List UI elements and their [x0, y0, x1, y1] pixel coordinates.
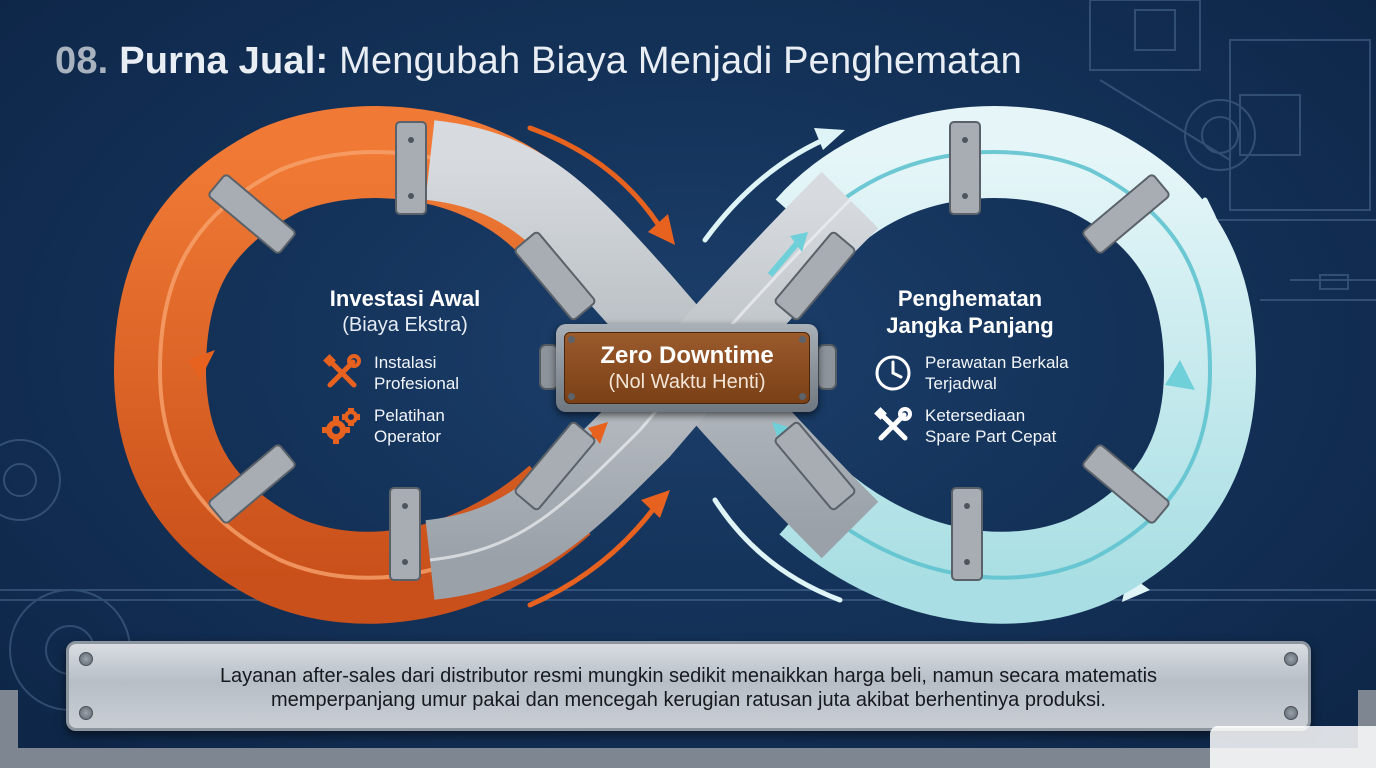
footer-line-2: memperpanjang umur pakai dan mencegah ke…	[271, 689, 1106, 711]
center-plate-subtitle: (Nol Waktu Henti)	[608, 371, 766, 393]
left-item-installation-text: Instalasi Profesional	[374, 353, 460, 393]
left-item-training-text: Pelatihan Operator	[374, 406, 445, 446]
left-subheading: (Biaya Ekstra)	[342, 314, 468, 336]
right-item-spare-parts: Ketersediaan Spare Part Cepat	[873, 405, 1056, 447]
right-heading-line2: Jangka Panjang	[886, 313, 1054, 338]
right-heading-line1: Penghematan	[897, 286, 1043, 311]
rivet	[799, 393, 806, 400]
right-item-maintenance-text: Perawatan Berkala Terjadwal	[925, 353, 1069, 393]
right-item-spare-parts-text: Ketersediaan Spare Part Cepat	[925, 406, 1057, 446]
wrench-screwdriver-icon	[873, 406, 913, 446]
rivet	[799, 336, 806, 343]
center-plate-title: Zero Downtime	[600, 342, 774, 369]
screw	[79, 652, 93, 666]
screw	[79, 706, 93, 720]
rivet	[568, 393, 575, 400]
left-item-training: Pelatihan Operator	[322, 405, 445, 447]
footer-banner: Layanan after-sales dari distributor res…	[66, 641, 1311, 731]
footer-text: Layanan after-sales dari distributor res…	[109, 664, 1268, 712]
rivet	[568, 336, 575, 343]
gears-icon	[322, 406, 362, 446]
left-item-installation: Instalasi Profesional	[322, 352, 459, 394]
wrench-screwdriver-icon	[322, 353, 362, 393]
page-title: 08. Purna Jual: Mengubah Biaya Menjadi P…	[55, 40, 1022, 83]
center-plate-face: Zero Downtime (Nol Waktu Henti)	[564, 332, 810, 404]
title-bold: Purna Jual:	[119, 40, 329, 82]
screw	[1284, 706, 1298, 720]
title-number: 08.	[55, 40, 109, 82]
title-rest: Mengubah Biaya Menjadi Penghematan	[339, 40, 1022, 82]
watermark-badge	[1210, 726, 1376, 768]
screw	[1284, 652, 1298, 666]
right-panel-header: Penghematan Jangka Panjang	[850, 285, 1090, 339]
footer-line-1: Layanan after-sales dari distributor res…	[219, 665, 1158, 687]
left-panel-header: Investasi Awal (Biaya Ekstra)	[290, 285, 520, 338]
left-heading: Investasi Awal	[329, 286, 481, 311]
clock-icon	[873, 353, 913, 393]
right-item-maintenance: Perawatan Berkala Terjadwal	[873, 352, 1069, 394]
center-plate: Zero Downtime (Nol Waktu Henti)	[556, 324, 818, 412]
